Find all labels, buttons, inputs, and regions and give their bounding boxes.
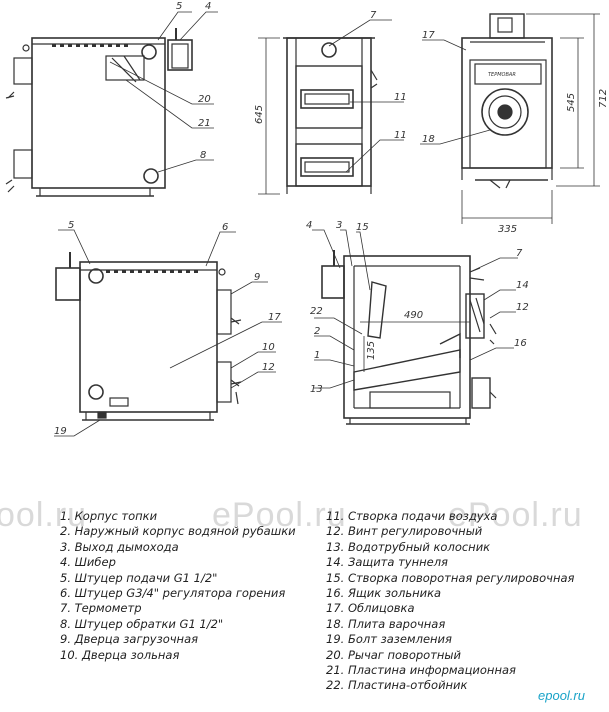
dim-490: 490: [404, 310, 423, 321]
callout-5-bottom: 5: [68, 220, 74, 231]
callout-1: 1: [314, 350, 320, 361]
dim-545: 545: [566, 93, 577, 112]
callout-11-b: 11: [394, 130, 407, 141]
legend-item: 7. Термометр: [60, 601, 142, 616]
section-view: [321, 250, 497, 425]
callout-15: 15: [356, 222, 369, 233]
callout-7-section: 7: [516, 248, 523, 259]
callout-2: 2: [314, 326, 320, 337]
callout-13: 13: [310, 384, 323, 395]
legend-item: 11. Створка подачи воздуха: [326, 509, 498, 523]
side-view-top: [5, 28, 193, 197]
legend-item: 6. Штуцер G3/4" регулятора горения: [60, 585, 286, 600]
legend-item: 21. Пластина информационная: [326, 662, 516, 677]
callout-7-top: 7: [370, 10, 377, 21]
callout-21: 21: [198, 118, 211, 129]
watermark-3: ePool.ru: [448, 496, 583, 534]
dim-135: 135: [366, 341, 377, 360]
leader-lines: [54, 11, 518, 437]
legend-item: 20. Рычаг поворотный: [326, 647, 461, 662]
legend-item: 16. Ящик зольника: [326, 585, 442, 600]
legend-item: 4. Шибер: [60, 555, 116, 570]
dim-645: 645: [254, 105, 265, 124]
legend-item: 9. Дверца загрузочная: [60, 632, 199, 647]
callout-5: 5: [176, 1, 182, 12]
callout-17-top: 17: [422, 30, 435, 41]
watermark-1: ool.ru: [0, 496, 88, 534]
callout-14: 14: [516, 280, 529, 291]
dim-712: 712: [598, 89, 609, 108]
legend-item: 2. Наружный корпус водяной рубашки: [60, 524, 296, 539]
callout-12-left: 12: [262, 362, 275, 373]
callout-3: 3: [336, 220, 342, 231]
callout-8: 8: [200, 150, 206, 161]
back-view: [461, 13, 600, 224]
nameplate: TEPMOBAR: [488, 72, 516, 78]
legend-item: 17. Облицовка: [326, 601, 415, 616]
callout-18: 18: [422, 134, 435, 145]
callout-20: 20: [198, 94, 211, 105]
legend-item: 19. Болт заземления: [326, 632, 452, 647]
callout-10: 10: [262, 342, 275, 353]
legend-item: 1. Корпус топки: [60, 509, 158, 523]
brand-logo: epool.ru: [538, 688, 585, 703]
callout-17-bottom: 17: [268, 312, 281, 323]
legend-item: 18. Плита варочная: [326, 616, 446, 631]
callout-16: 16: [514, 338, 527, 349]
legend-item: 12. Винт регулировочный: [326, 524, 483, 539]
legend-item: 10. Дверца зольная: [60, 647, 180, 662]
legend-item: 8. Штуцер обратки G1 1/2": [60, 616, 224, 631]
legend-item: 15. Створка поворотная регулировочная: [326, 570, 575, 585]
watermark-2: ePool.ru: [212, 496, 347, 534]
callout-12-section: 12: [516, 302, 529, 313]
legend-left: 1. Корпус топки 2. Наружный корпус водян…: [60, 509, 296, 663]
dim-335: 335: [498, 224, 517, 235]
callout-11-a: 11: [394, 92, 407, 103]
legend-item: 3. Выход дымохода: [60, 539, 179, 554]
legend-item: 22. Пластина-отбойник: [326, 678, 468, 693]
callout-6: 6: [222, 222, 228, 233]
legend-item: 13. Водотрубный колосник: [326, 539, 491, 554]
side-view-bottom: [55, 252, 242, 421]
callout-19: 19: [54, 426, 67, 437]
legend-item: 5. Штуцер подачи G1 1/2": [60, 570, 218, 585]
callout-4: 4: [205, 1, 211, 12]
callout-22: 22: [310, 306, 323, 317]
callout-9: 9: [254, 272, 260, 283]
callout-4-section: 4: [306, 220, 312, 231]
front-view: [283, 37, 378, 194]
legend-item: 14. Защита туннеля: [326, 555, 448, 570]
legend-right: 11. Створка подачи воздуха 12. Винт регу…: [326, 509, 574, 694]
